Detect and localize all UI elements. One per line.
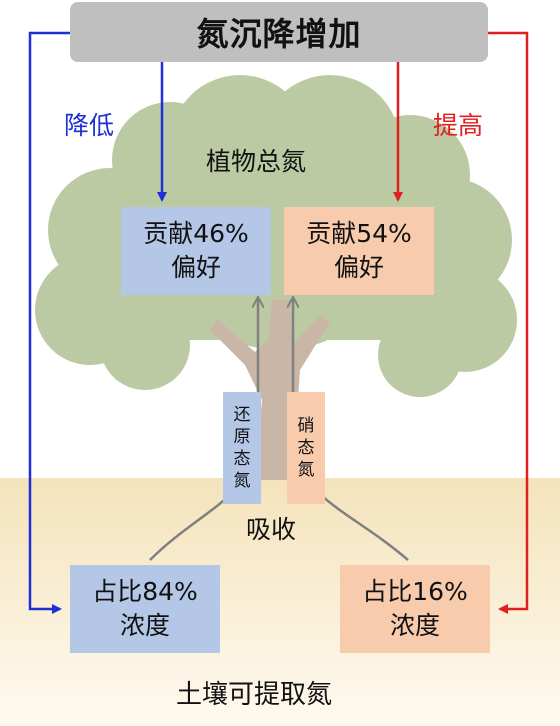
red-connector-line [488,31,529,614]
increase-label: 提高 [433,111,484,140]
title-box: 氮沉降增加 [70,2,488,62]
plant-total-n-label: 植物总氮 [206,147,307,176]
plant-nitrate-n-box: 贡献54% 偏好 [284,207,434,295]
title-text: 氮沉降增加 [196,15,362,53]
plant-nitrate-n-contribution: 贡献54% [306,219,412,248]
plant-reduced-n-contribution: 贡献46% [143,219,249,248]
soil-extractable-n-label: 土壤可提取氮 [176,680,333,710]
decrease-label: 降低 [64,111,115,140]
soil-reduced-n-concentration: 浓度 [119,611,170,640]
soil-nitrate-n-share: 占比16% [362,577,468,606]
nitrate-n-label: 硝 态 氮 [287,392,325,504]
plant-reduced-n-box: 贡献46% 偏好 [121,207,271,295]
blue-connector-line [28,31,70,614]
soil-nitrate-n-box: 占比16% 浓度 [340,565,490,653]
soil-reduced-n-box: 占比84% 浓度 [70,565,220,653]
soil-nitrate-n-concentration: 浓度 [389,611,440,640]
reduced-n-label: 还 原 态 氮 [223,392,261,504]
plant-reduced-n-preference: 偏好 [170,253,221,282]
soil-reduced-n-share: 占比84% [92,577,198,606]
plant-nitrate-n-preference: 偏好 [333,253,384,282]
absorb-label: 吸收 [246,515,297,544]
